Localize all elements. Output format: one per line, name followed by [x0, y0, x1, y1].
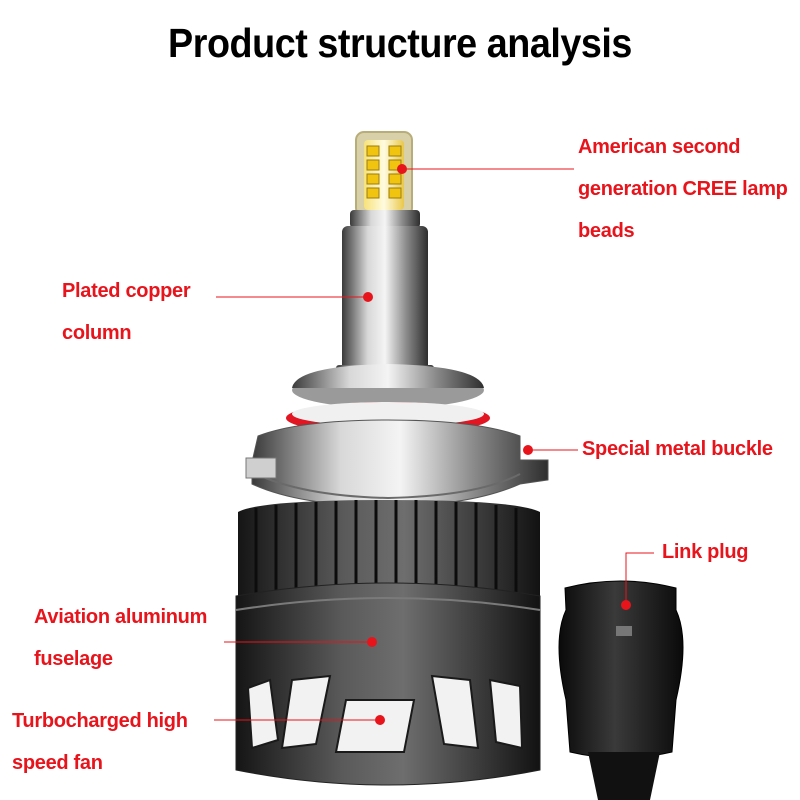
label-line: speed fan: [12, 752, 103, 774]
metal-buckle: [245, 419, 549, 507]
fan-windows: [246, 674, 524, 753]
label-line: Aviation aluminum: [34, 606, 208, 628]
label-line: Turbocharged high: [12, 710, 188, 732]
socket-collar: [286, 364, 490, 434]
callout-leaders: [214, 168, 654, 721]
page-title: Product structure analysis: [168, 20, 632, 66]
label-line: Link plug: [662, 541, 749, 563]
callout-dots: [363, 164, 631, 725]
label-copper-column: Plated copper column: [62, 270, 191, 354]
label-line: column: [62, 322, 132, 344]
label-line: generation CREE lamp: [578, 178, 788, 200]
heat-sink-fins: [238, 500, 540, 600]
copper-column: [336, 210, 434, 379]
link-plug: [558, 580, 684, 800]
label-fan: Turbocharged high speed fan: [12, 700, 188, 784]
label-link-plug: Link plug: [662, 531, 748, 573]
label-lamp-beads: American second generation CREE lamp bea…: [578, 126, 788, 252]
label-metal-buckle: Special metal buckle: [582, 428, 773, 470]
label-line: beads: [578, 220, 635, 242]
label-aluminum-fuselage: Aviation aluminum fuselage: [34, 596, 207, 680]
label-line: Special metal buckle: [582, 438, 773, 460]
label-line: Plated copper: [62, 280, 191, 302]
label-line: fuselage: [34, 648, 113, 670]
label-line: American second: [578, 136, 741, 158]
led-lamp-beads: [355, 131, 413, 217]
